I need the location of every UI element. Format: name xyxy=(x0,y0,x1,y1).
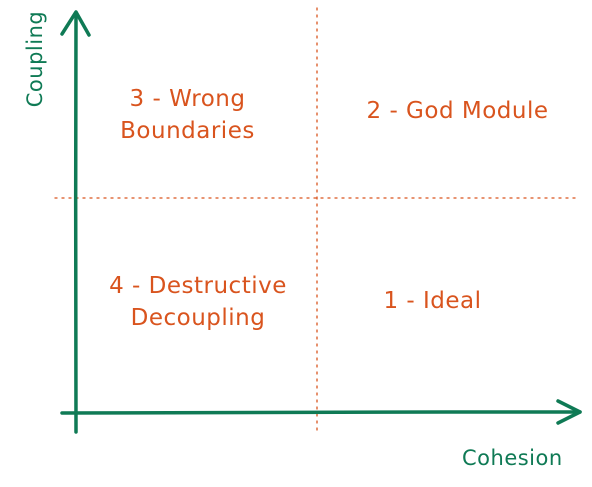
x-axis xyxy=(60,410,582,415)
y-axis-arrowhead xyxy=(60,10,91,37)
quadrant-top-right-line-1: 2 - God Module xyxy=(366,98,549,124)
quadrant-top-left-label: 3 - Wrong Boundaries xyxy=(100,83,275,147)
quadrant-top-left-line-2: Boundaries xyxy=(120,118,255,144)
quadrant-bottom-right-label: 1 - Ideal xyxy=(345,285,520,317)
x-axis-arrowhead xyxy=(556,399,582,425)
quadrant-top-left-line-1: 3 - Wrong xyxy=(129,86,246,112)
x-axis-label: Cohesion xyxy=(462,446,563,470)
y-axis-label: Coupling xyxy=(23,10,47,108)
quadrant-bottom-left-line-1: 4 - Destructive xyxy=(109,273,287,299)
quadrant-bottom-left-label: 4 - Destructive Decoupling xyxy=(78,270,318,334)
quadrant-bottom-left-line-2: Decoupling xyxy=(130,305,266,331)
quadrant-bottom-right-line-1: 1 - Ideal xyxy=(383,288,482,314)
quadrant-top-right-label: 2 - God Module xyxy=(335,95,580,127)
